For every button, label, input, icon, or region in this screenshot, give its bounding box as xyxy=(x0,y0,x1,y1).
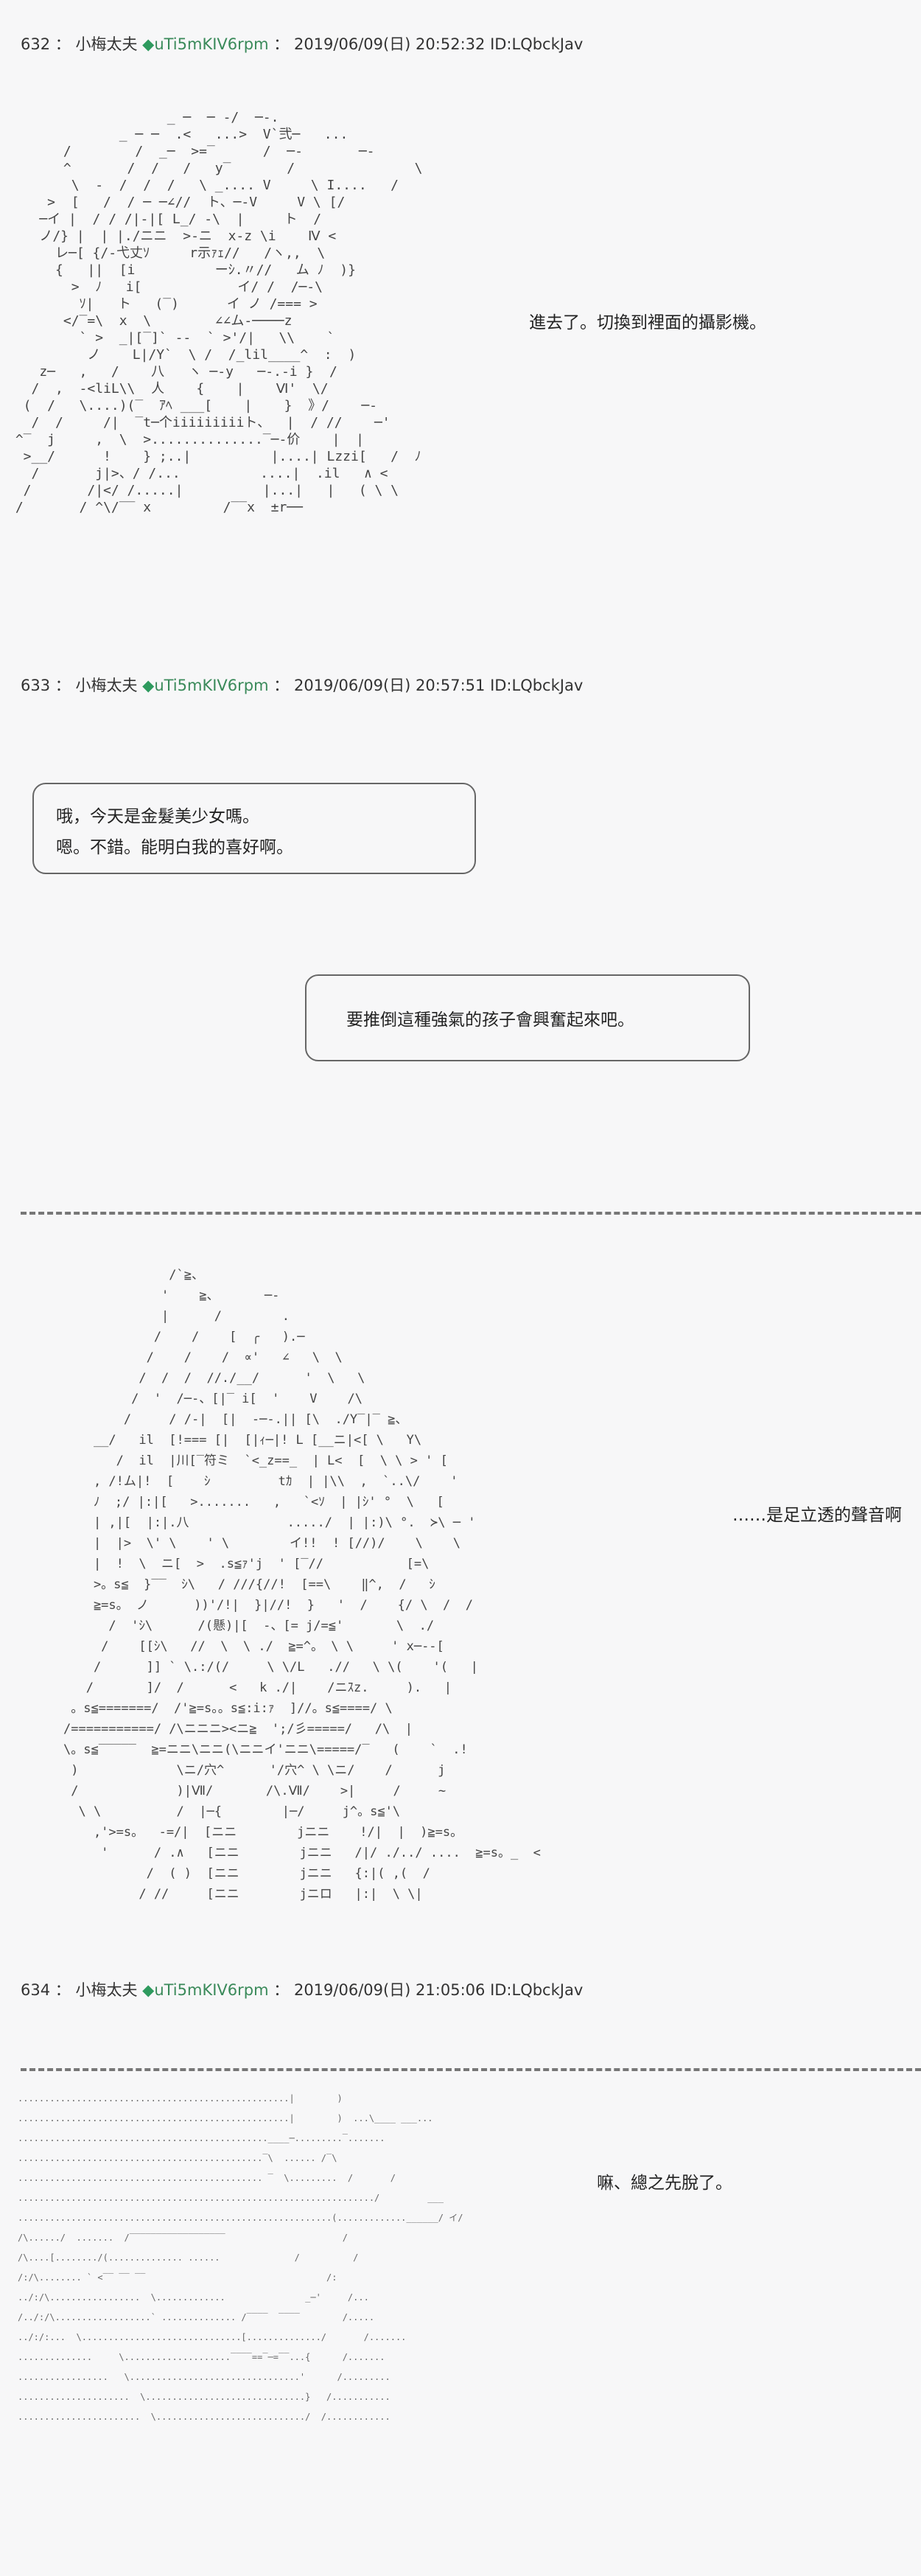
poster-id[interactable]: ID:LQbckJav xyxy=(490,35,584,53)
separator: ： xyxy=(55,35,71,53)
trip-diamond-icon: ◆ xyxy=(142,677,155,694)
separator: ： xyxy=(273,1981,290,1999)
poster-id[interactable]: ID:LQbckJav xyxy=(490,1981,584,1999)
separator: ： xyxy=(55,677,71,694)
post-header-632: 632 ： 小梅太夫 ◆uTi5mKIV6rpm ： 2019/06/09(日)… xyxy=(21,32,583,55)
trip-diamond-icon: ◆ xyxy=(142,1981,155,1999)
post-date: 2019/06/09(日) 20:57:51 xyxy=(293,677,486,694)
poster-name: 小梅太夫 xyxy=(75,35,138,53)
bubble-line: 嗯。不錯。能明白我的喜好啊。 xyxy=(56,838,293,857)
separator: ： xyxy=(55,1981,71,1999)
ascii-art-scene-2: /`≧、 ' ≧、 ─- | / . / / [ ╭ ).─ / / / ∝' … xyxy=(63,1268,541,1902)
post-date: 2019/06/09(日) 20:52:32 xyxy=(293,35,486,53)
ascii-art-scene-1: _ ─ ─ -/ ─-. _ ─ ─ .< ...> V`弐─ ... / / … xyxy=(15,110,423,515)
narration-634: 嘛、總之先脫了。 xyxy=(597,2174,732,2193)
poster-name: 小梅太夫 xyxy=(75,1981,138,1999)
post-header-633: 633 ： 小梅太夫 ◆uTi5mKIV6rpm ： 2019/06/09(日)… xyxy=(21,674,583,696)
ascii-art-scene-3: ........................................… xyxy=(18,2093,463,2422)
separator: ： xyxy=(273,35,290,53)
trip-diamond-icon: ◆ xyxy=(142,35,155,53)
trip-code: uTi5mKIV6rpm xyxy=(154,35,269,53)
narration-632: 進去了。切換到裡面的攝影機。 xyxy=(529,313,766,332)
section-divider xyxy=(21,2068,921,2071)
narration-633: ……是足立透的聲音啊 xyxy=(732,1506,902,1525)
post-header-634: 634 ： 小梅太夫 ◆uTi5mKIV6rpm ： 2019/06/09(日)… xyxy=(21,1978,583,2000)
speech-bubble-2: 要推倒這種強氣的孩子會興奮起來吧。 xyxy=(305,974,750,1061)
separator: ： xyxy=(273,677,290,694)
post-number[interactable]: 633 xyxy=(21,677,51,694)
post-number[interactable]: 632 xyxy=(21,35,51,53)
trip-code: uTi5mKIV6rpm xyxy=(154,677,269,694)
section-divider xyxy=(21,1212,921,1215)
trip-code: uTi5mKIV6rpm xyxy=(154,1981,269,1999)
speech-bubble-1: 哦，今天是金髮美少女嗎。 嗯。不錯。能明白我的喜好啊。 xyxy=(32,783,476,874)
post-date: 2019/06/09(日) 21:05:06 xyxy=(293,1981,486,1999)
bubble-line: 要推倒這種強氣的孩子會興奮起來吧。 xyxy=(346,1010,634,1030)
post-number[interactable]: 634 xyxy=(21,1981,51,1999)
bubble-line: 哦，今天是金髮美少女嗎。 xyxy=(56,807,259,826)
poster-id[interactable]: ID:LQbckJav xyxy=(490,677,584,694)
poster-name: 小梅太夫 xyxy=(75,677,138,694)
